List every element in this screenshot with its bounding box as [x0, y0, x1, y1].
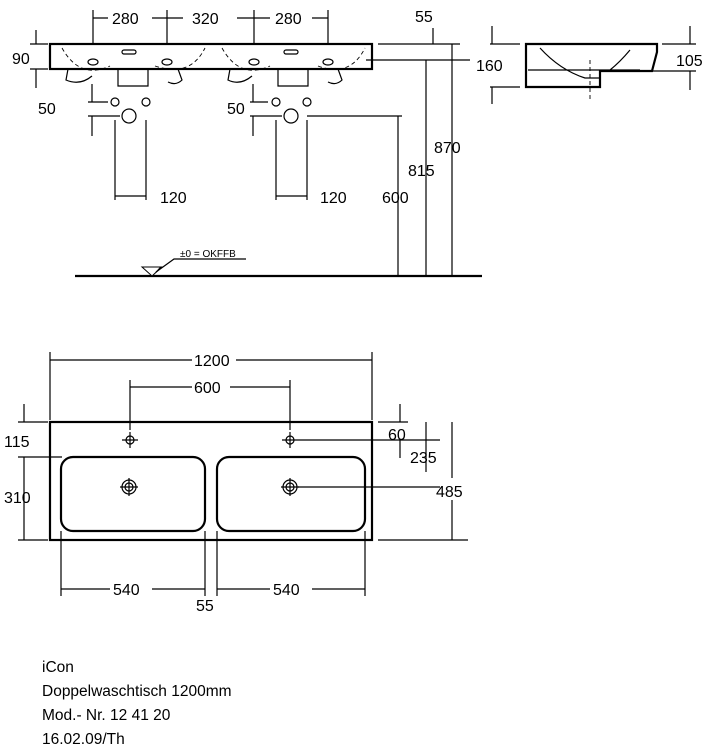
- tap-and-drain-holes: [120, 432, 299, 496]
- dim-90: 90: [12, 51, 30, 68]
- dim-310: 310: [4, 490, 31, 507]
- dimension-lines-side: [490, 26, 696, 104]
- dimension-lines-bottom: [60, 531, 366, 596]
- dim-120-right: 120: [320, 190, 347, 207]
- supply-holes: [110, 97, 312, 124]
- dim-120-left: 120: [160, 190, 187, 207]
- product-description: Doppelwaschtisch 1200mm: [42, 683, 232, 700]
- dim-280-right: 280: [275, 11, 302, 28]
- dim-600-spacing: 600: [194, 380, 221, 397]
- dim-115: 115: [4, 434, 30, 451]
- title-block: iCon Doppelwaschtisch 1200mm Mod.- Nr. 1…: [42, 656, 232, 750]
- dimension-lines-1200: [49, 352, 373, 420]
- drawing-date: 16.02.09/Th: [42, 731, 125, 748]
- dimension-lines-50: [88, 84, 282, 136]
- front-view: 280 320 280 55 90 50 50 120 120 600 815 …: [12, 9, 482, 278]
- dim-105: 105: [676, 53, 703, 70]
- dim-50-left: 50: [38, 101, 56, 118]
- dim-320: 320: [192, 11, 219, 28]
- floor-reference-label: ±0 = OKFFB: [180, 249, 236, 260]
- left-bowl: [59, 455, 207, 533]
- dim-280-left: 280: [112, 11, 139, 28]
- dimension-lines-90: [30, 30, 48, 88]
- dimension-lines-top: [92, 10, 329, 44]
- top-view: 1200 600 115 310 60 235 485 540 55 540: [4, 352, 468, 615]
- dim-600-height: 600: [382, 190, 409, 207]
- dim-55-gap: 55: [196, 598, 214, 615]
- basin-top-outline: [48, 420, 374, 542]
- right-bowl: [215, 455, 367, 533]
- basin-front-outline: [48, 42, 374, 71]
- tap-holes: [87, 49, 334, 66]
- dim-160: 160: [476, 58, 503, 75]
- dimension-lines-right: [298, 404, 468, 541]
- dim-1200: 1200: [194, 353, 230, 370]
- dim-60: 60: [388, 427, 406, 444]
- dim-55: 55: [415, 9, 433, 26]
- dim-50-right: 50: [227, 101, 245, 118]
- dimension-lines-55: [366, 28, 470, 61]
- dim-485: 485: [436, 484, 463, 501]
- product-name: iCon: [42, 659, 74, 676]
- floor-label-leader: [155, 258, 246, 273]
- dim-870: 870: [434, 140, 461, 157]
- bowl-hidden-lines: [61, 47, 366, 71]
- side-profile-outline: [524, 42, 659, 89]
- dimension-lines-600: [129, 380, 291, 430]
- model-number: Mod.- Nr. 12 41 20: [42, 707, 171, 724]
- side-profile-detail: [528, 47, 640, 79]
- dim-235: 235: [410, 450, 437, 467]
- dim-815: 815: [408, 163, 435, 180]
- dimension-lines-120: [114, 115, 402, 200]
- dim-540-right: 540: [273, 582, 300, 599]
- dimension-lines-left: [18, 404, 62, 541]
- dim-540-left: 540: [113, 582, 140, 599]
- basin-underside: [65, 68, 343, 87]
- side-view: 160 105: [476, 26, 703, 104]
